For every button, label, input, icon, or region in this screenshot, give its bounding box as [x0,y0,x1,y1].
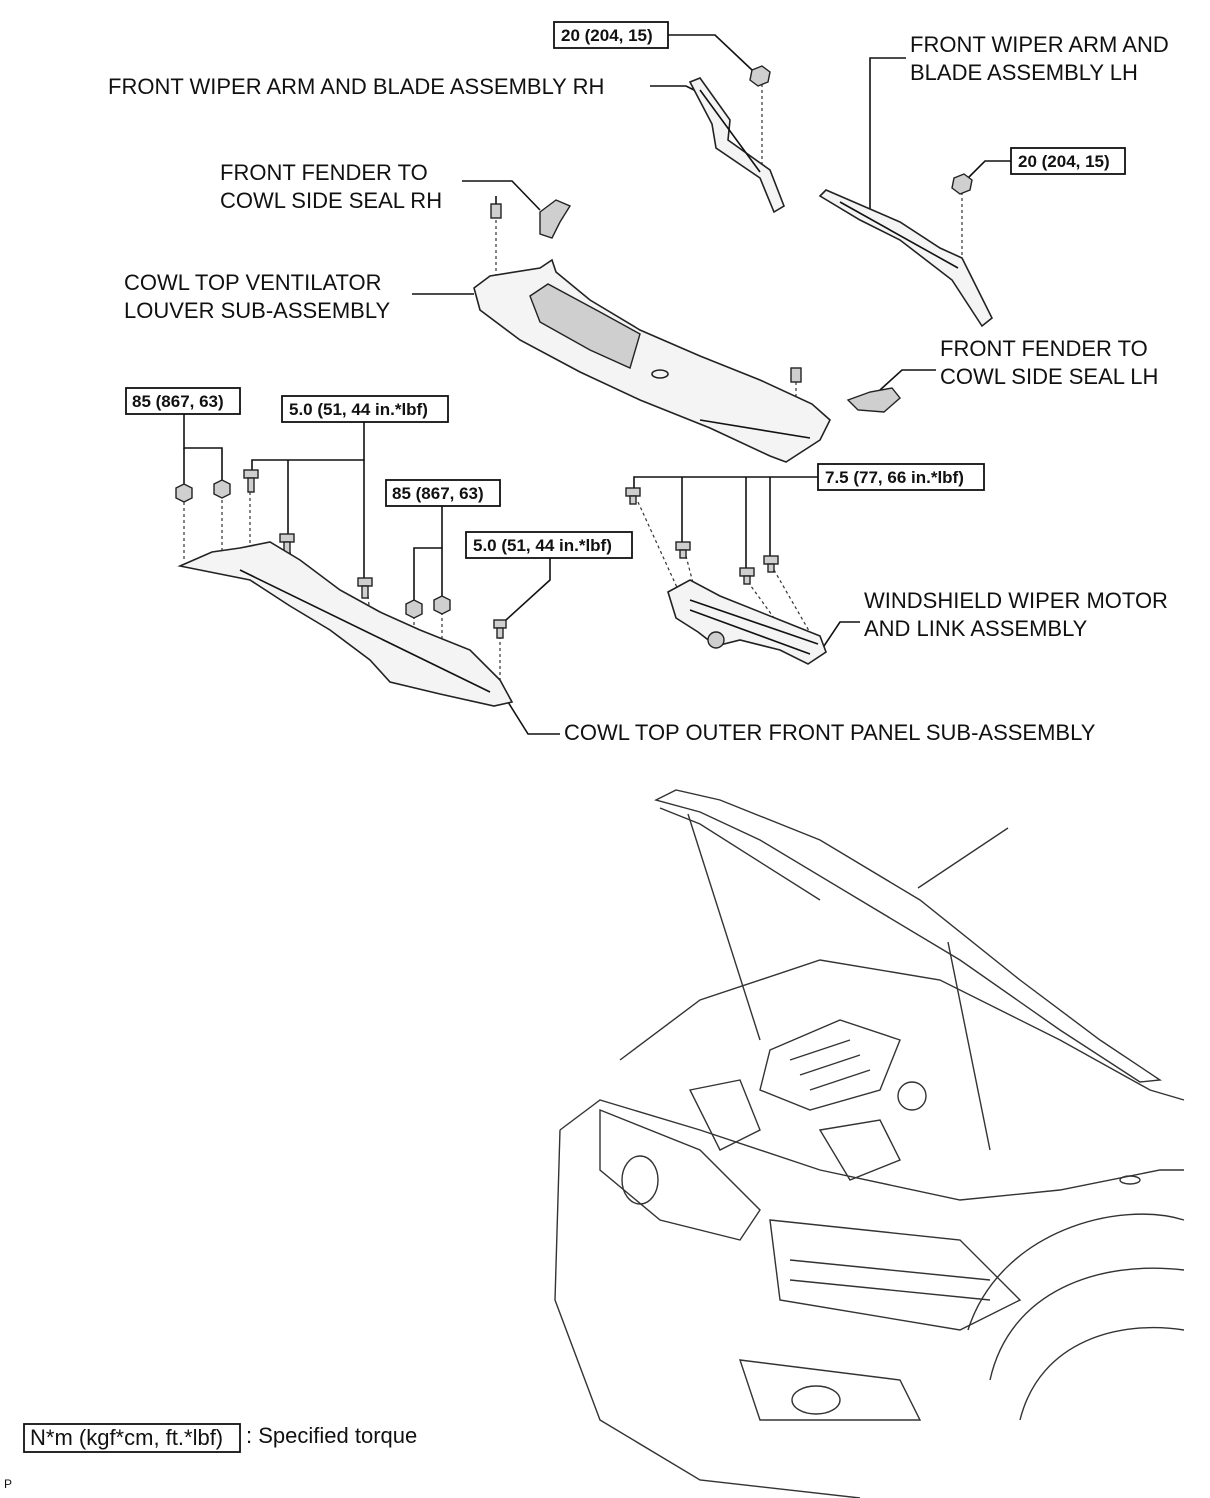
seal-rh-part [539,199,572,239]
wiper-motor-link-part [667,579,827,665]
panel-bolt-3-icon [357,577,373,599]
torque-box-panel-bolt-right: 5.0 (51, 44 in.*lbf) [465,531,633,559]
panel-nut-1-icon [175,483,193,503]
label-outer-panel: COWL TOP OUTER FRONT PANEL SUB-ASSEMBLY [564,720,1096,745]
torque-box-panel-nut-left: 85 (867, 63) [125,387,241,415]
vehicle-front-illustration [554,789,1185,1498]
cowl-outer-panel-part [177,541,514,707]
svg-text:85 (867, 63): 85 (867, 63) [392,484,484,503]
legend-description: : Specified torque [246,1423,417,1448]
panel-nut-3-icon [405,599,423,619]
label-seal-lh-line1: FRONT FENDER TO [940,336,1148,361]
leader-lines [183,34,1011,735]
label-wiper-arm-lh-line1: FRONT WIPER ARM AND [910,32,1169,57]
motor-bolt-4-icon [763,555,779,573]
louver-clip-icon [490,196,502,219]
label-motor-line1: WINDSHIELD WIPER MOTOR [864,588,1168,613]
label-seal-rh-line1: FRONT FENDER TO [220,160,428,185]
torque-legend: N*m (kgf*cm, ft.*lbf) : Specified torque [23,1423,417,1453]
svg-text:20 (204, 15): 20 (204, 15) [561,26,653,45]
wiper-lh-nut-icon [951,173,973,195]
seal-lh-part [846,387,901,413]
wiper-arm-lh-part [818,189,994,328]
panel-nut-2-icon [213,479,231,499]
label-motor-line2: AND LINK ASSEMBLY [864,616,1088,641]
svg-text:5.0 (51, 44 in.*lbf): 5.0 (51, 44 in.*lbf) [289,400,428,419]
torque-box-panel-bolt-left: 5.0 (51, 44 in.*lbf) [281,395,449,423]
svg-text:5.0 (51, 44 in.*lbf): 5.0 (51, 44 in.*lbf) [473,536,612,555]
motor-bolt-3-icon [739,567,755,585]
label-louver-line1: COWL TOP VENTILATOR [124,270,382,295]
motor-bolt-1-icon [625,487,641,505]
wiper-arm-rh-part [688,77,785,214]
label-wiper-arm-lh-line2: BLADE ASSEMBLY LH [910,60,1138,85]
panel-bolt-4-icon [493,619,507,639]
panel-bolt-1-icon [243,469,259,493]
torque-box-panel-nut-right: 85 (867, 63) [385,479,501,507]
louver-clip-lh-icon [790,367,802,383]
torque-box-wiper-lh: 20 (204, 15) [1010,147,1126,175]
svg-text:7.5 (77, 66 in.*lbf): 7.5 (77, 66 in.*lbf) [825,468,964,487]
torque-box-wiper-rh: 20 (204, 15) [553,21,669,49]
svg-text:85 (867, 63): 85 (867, 63) [132,392,224,411]
label-seal-rh-line2: COWL SIDE SEAL RH [220,188,442,213]
torque-box-motor-bolts: 7.5 (77, 66 in.*lbf) [817,463,985,491]
corner-mark: P [4,1477,12,1491]
label-louver-line2: LOUVER SUB-ASSEMBLY [124,298,390,323]
wiper-rh-nut-icon [749,65,771,87]
motor-bolt-2-icon [675,541,691,559]
panel-nut-4-icon [433,595,451,615]
label-wiper-arm-rh: FRONT WIPER ARM AND BLADE ASSEMBLY RH [108,74,604,99]
fasteners [175,65,973,639]
svg-text:20 (204, 15): 20 (204, 15) [1018,152,1110,171]
legend-unit-box: N*m (kgf*cm, ft.*lbf) [30,1425,223,1450]
cowl-louver-part [473,258,831,463]
label-seal-lh-line2: COWL SIDE SEAL LH [940,364,1158,389]
